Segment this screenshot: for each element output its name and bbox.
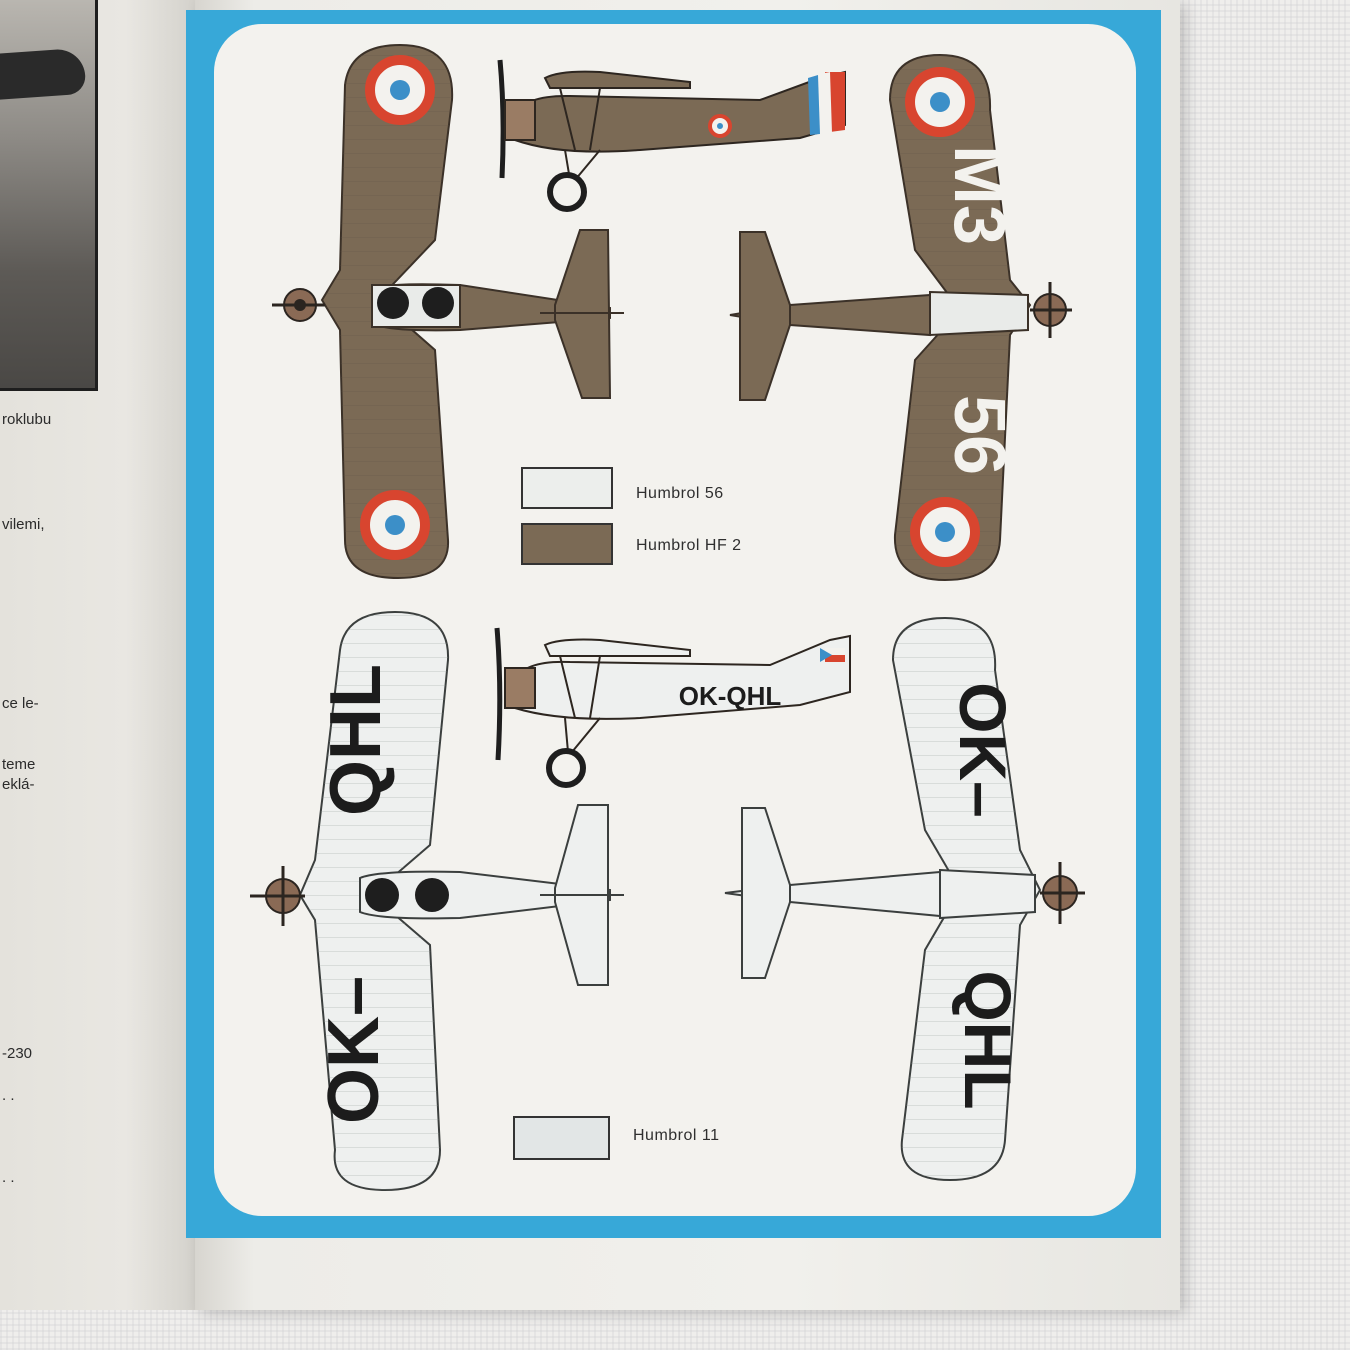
legend-label: Humbrol HF 2	[636, 537, 742, 554]
swatch-humbrol-56	[521, 467, 613, 509]
svg-text:OK–: OK–	[946, 682, 1020, 818]
svg-text:QHL: QHL	[951, 970, 1025, 1109]
civil-top-view: QHL OK–	[250, 610, 624, 1192]
text-fragment: vilemi,	[2, 516, 45, 533]
aircraft-photo	[0, 0, 98, 391]
civil-wing-text-bottom: OK–	[314, 976, 394, 1124]
civil-side-view: OK-QHL	[494, 627, 851, 788]
legend-label: Humbrol 56	[636, 485, 724, 502]
swatch-humbrol-hf2	[521, 523, 613, 565]
text-fragment: . .	[2, 1087, 15, 1104]
civil-fuselage-registration: OK-QHL	[679, 681, 782, 711]
svg-text:56: 56	[939, 395, 1019, 475]
military-bottom-view: M3 56	[729, 53, 1072, 582]
text-fragment: ce le-	[2, 695, 39, 712]
civil-wing-text-top: QHL	[316, 664, 396, 816]
text-fragment: teme eklá-	[2, 756, 36, 793]
text-fragment: . .	[2, 1169, 15, 1186]
military-side-view	[497, 59, 846, 212]
text-fragment: -230	[2, 1045, 33, 1062]
left-page: roklubu vilemi, ce le- teme eklá- -230 .…	[0, 0, 210, 1310]
swatch-humbrol-11	[513, 1116, 610, 1160]
civil-bottom-view: OK– QHL	[724, 616, 1085, 1182]
legend-label: Humbrol 11	[633, 1127, 720, 1144]
svg-text:M3: M3	[939, 145, 1019, 245]
military-top-view	[272, 43, 624, 580]
text-fragment: roklubu	[2, 411, 52, 428]
